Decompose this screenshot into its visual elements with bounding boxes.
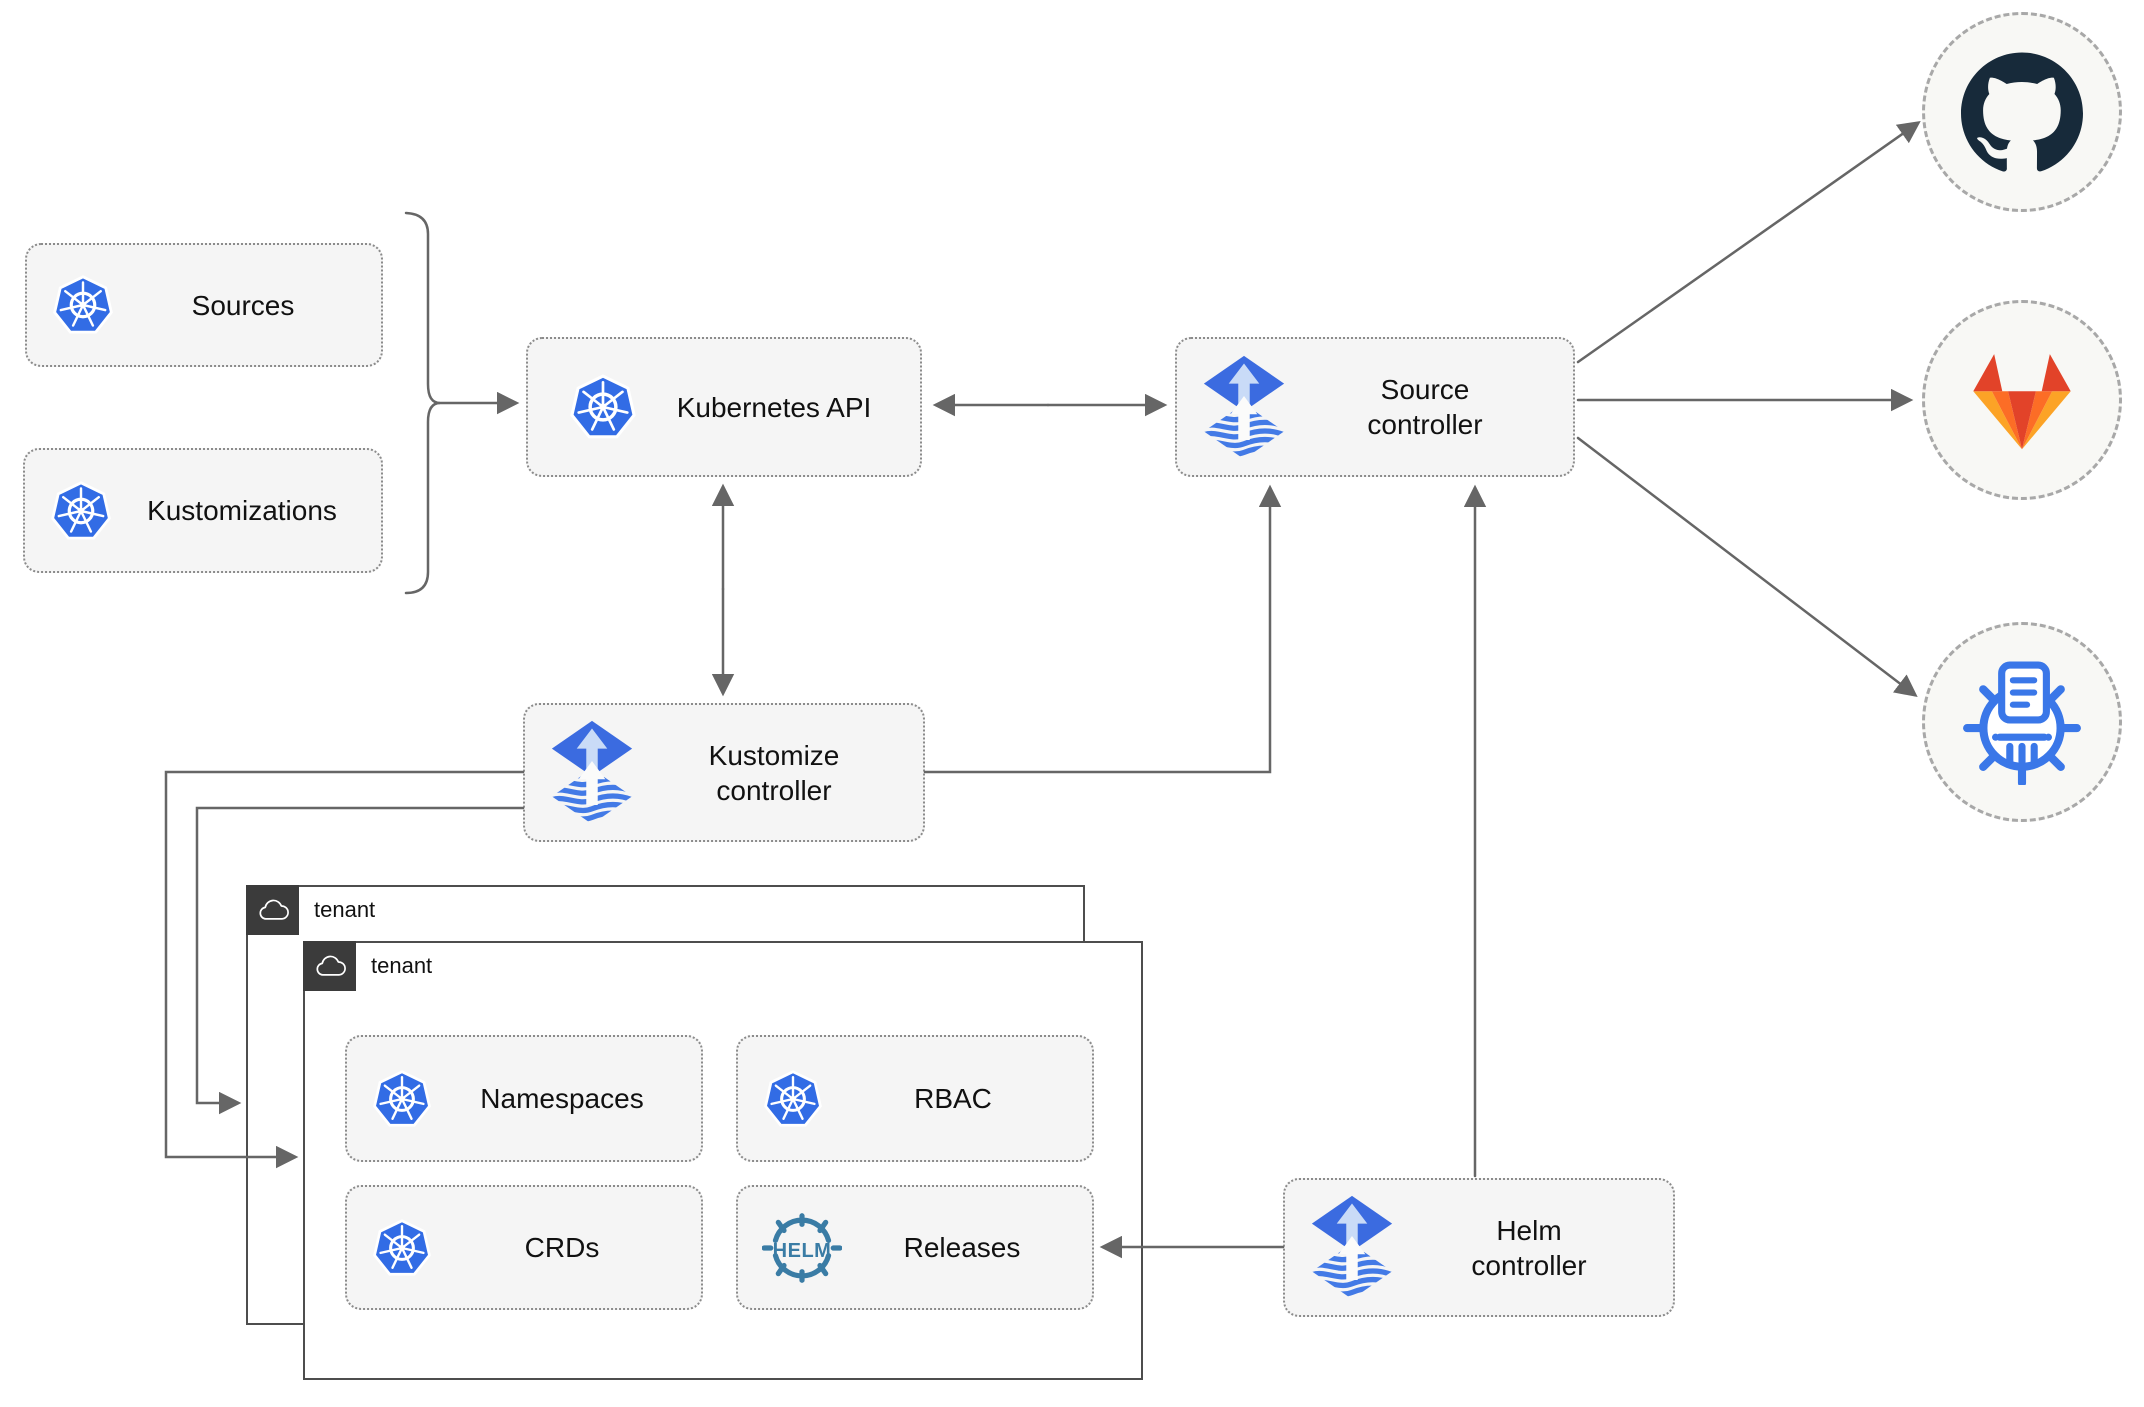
- flux-icon: [1309, 1194, 1395, 1301]
- cloud-icon: [256, 897, 290, 923]
- helm-logo-text: HELM: [773, 1240, 832, 1262]
- node-label: Namespaces: [480, 1083, 644, 1114]
- node-label: Kubernetes API: [676, 391, 872, 423]
- node-rbac: RBAC: [736, 1035, 1094, 1162]
- node-kubernetes-api: Kubernetes API: [526, 337, 922, 477]
- tenant-label: tenant: [314, 897, 376, 922]
- helm-icon: HELM: [762, 1212, 842, 1284]
- kubernetes-icon: [371, 1069, 433, 1129]
- node-label: Helm controller: [1471, 1214, 1587, 1281]
- node-label: Releases: [903, 1232, 1021, 1263]
- brace-sources-group: [404, 211, 441, 595]
- node-source-controller: Source controller: [1175, 337, 1575, 477]
- gitlab-icon: [1964, 347, 2080, 454]
- node-namespaces: Namespaces: [345, 1035, 703, 1162]
- tenant-header: [246, 885, 299, 935]
- node-releases: HELM Releases: [736, 1185, 1094, 1310]
- kubernetes-icon: [762, 1069, 824, 1129]
- node-sources: Sources: [25, 243, 383, 367]
- github-icon: [1961, 51, 2083, 173]
- flux-icon: [1201, 354, 1287, 461]
- node-label: CRDs: [524, 1232, 600, 1263]
- arrow-kustomize-to-source: [923, 484, 1282, 774]
- arrow-source-to-chartmuseum: [1576, 436, 1918, 698]
- node-label: Kustomize controller: [708, 739, 840, 806]
- node-kustomizations: Kustomizations: [23, 448, 383, 573]
- kubernetes-icon: [568, 373, 638, 441]
- flux-icon: [549, 719, 635, 826]
- node-crds: CRDs: [345, 1185, 703, 1310]
- chartmuseum-icon: [1959, 659, 2085, 785]
- endpoint-github: [1922, 12, 2122, 212]
- arrow-source-to-github: [1576, 121, 1921, 364]
- endpoint-gitlab: [1922, 300, 2122, 500]
- endpoint-chartmuseum: [1922, 622, 2122, 822]
- node-kustomize-controller: Kustomize controller: [523, 703, 925, 842]
- node-label: RBAC: [914, 1083, 992, 1114]
- kubernetes-icon: [371, 1218, 433, 1278]
- node-label: Sources: [191, 289, 295, 321]
- tenant-header: [303, 941, 356, 991]
- cloud-icon: [313, 953, 347, 979]
- node-helm-controller: Helm controller: [1283, 1178, 1675, 1317]
- kubernetes-icon: [49, 480, 113, 542]
- node-label: Kustomizations: [147, 495, 337, 526]
- kubernetes-icon: [51, 274, 115, 336]
- tenant-label: tenant: [371, 953, 433, 978]
- node-label: Source controller: [1367, 374, 1483, 440]
